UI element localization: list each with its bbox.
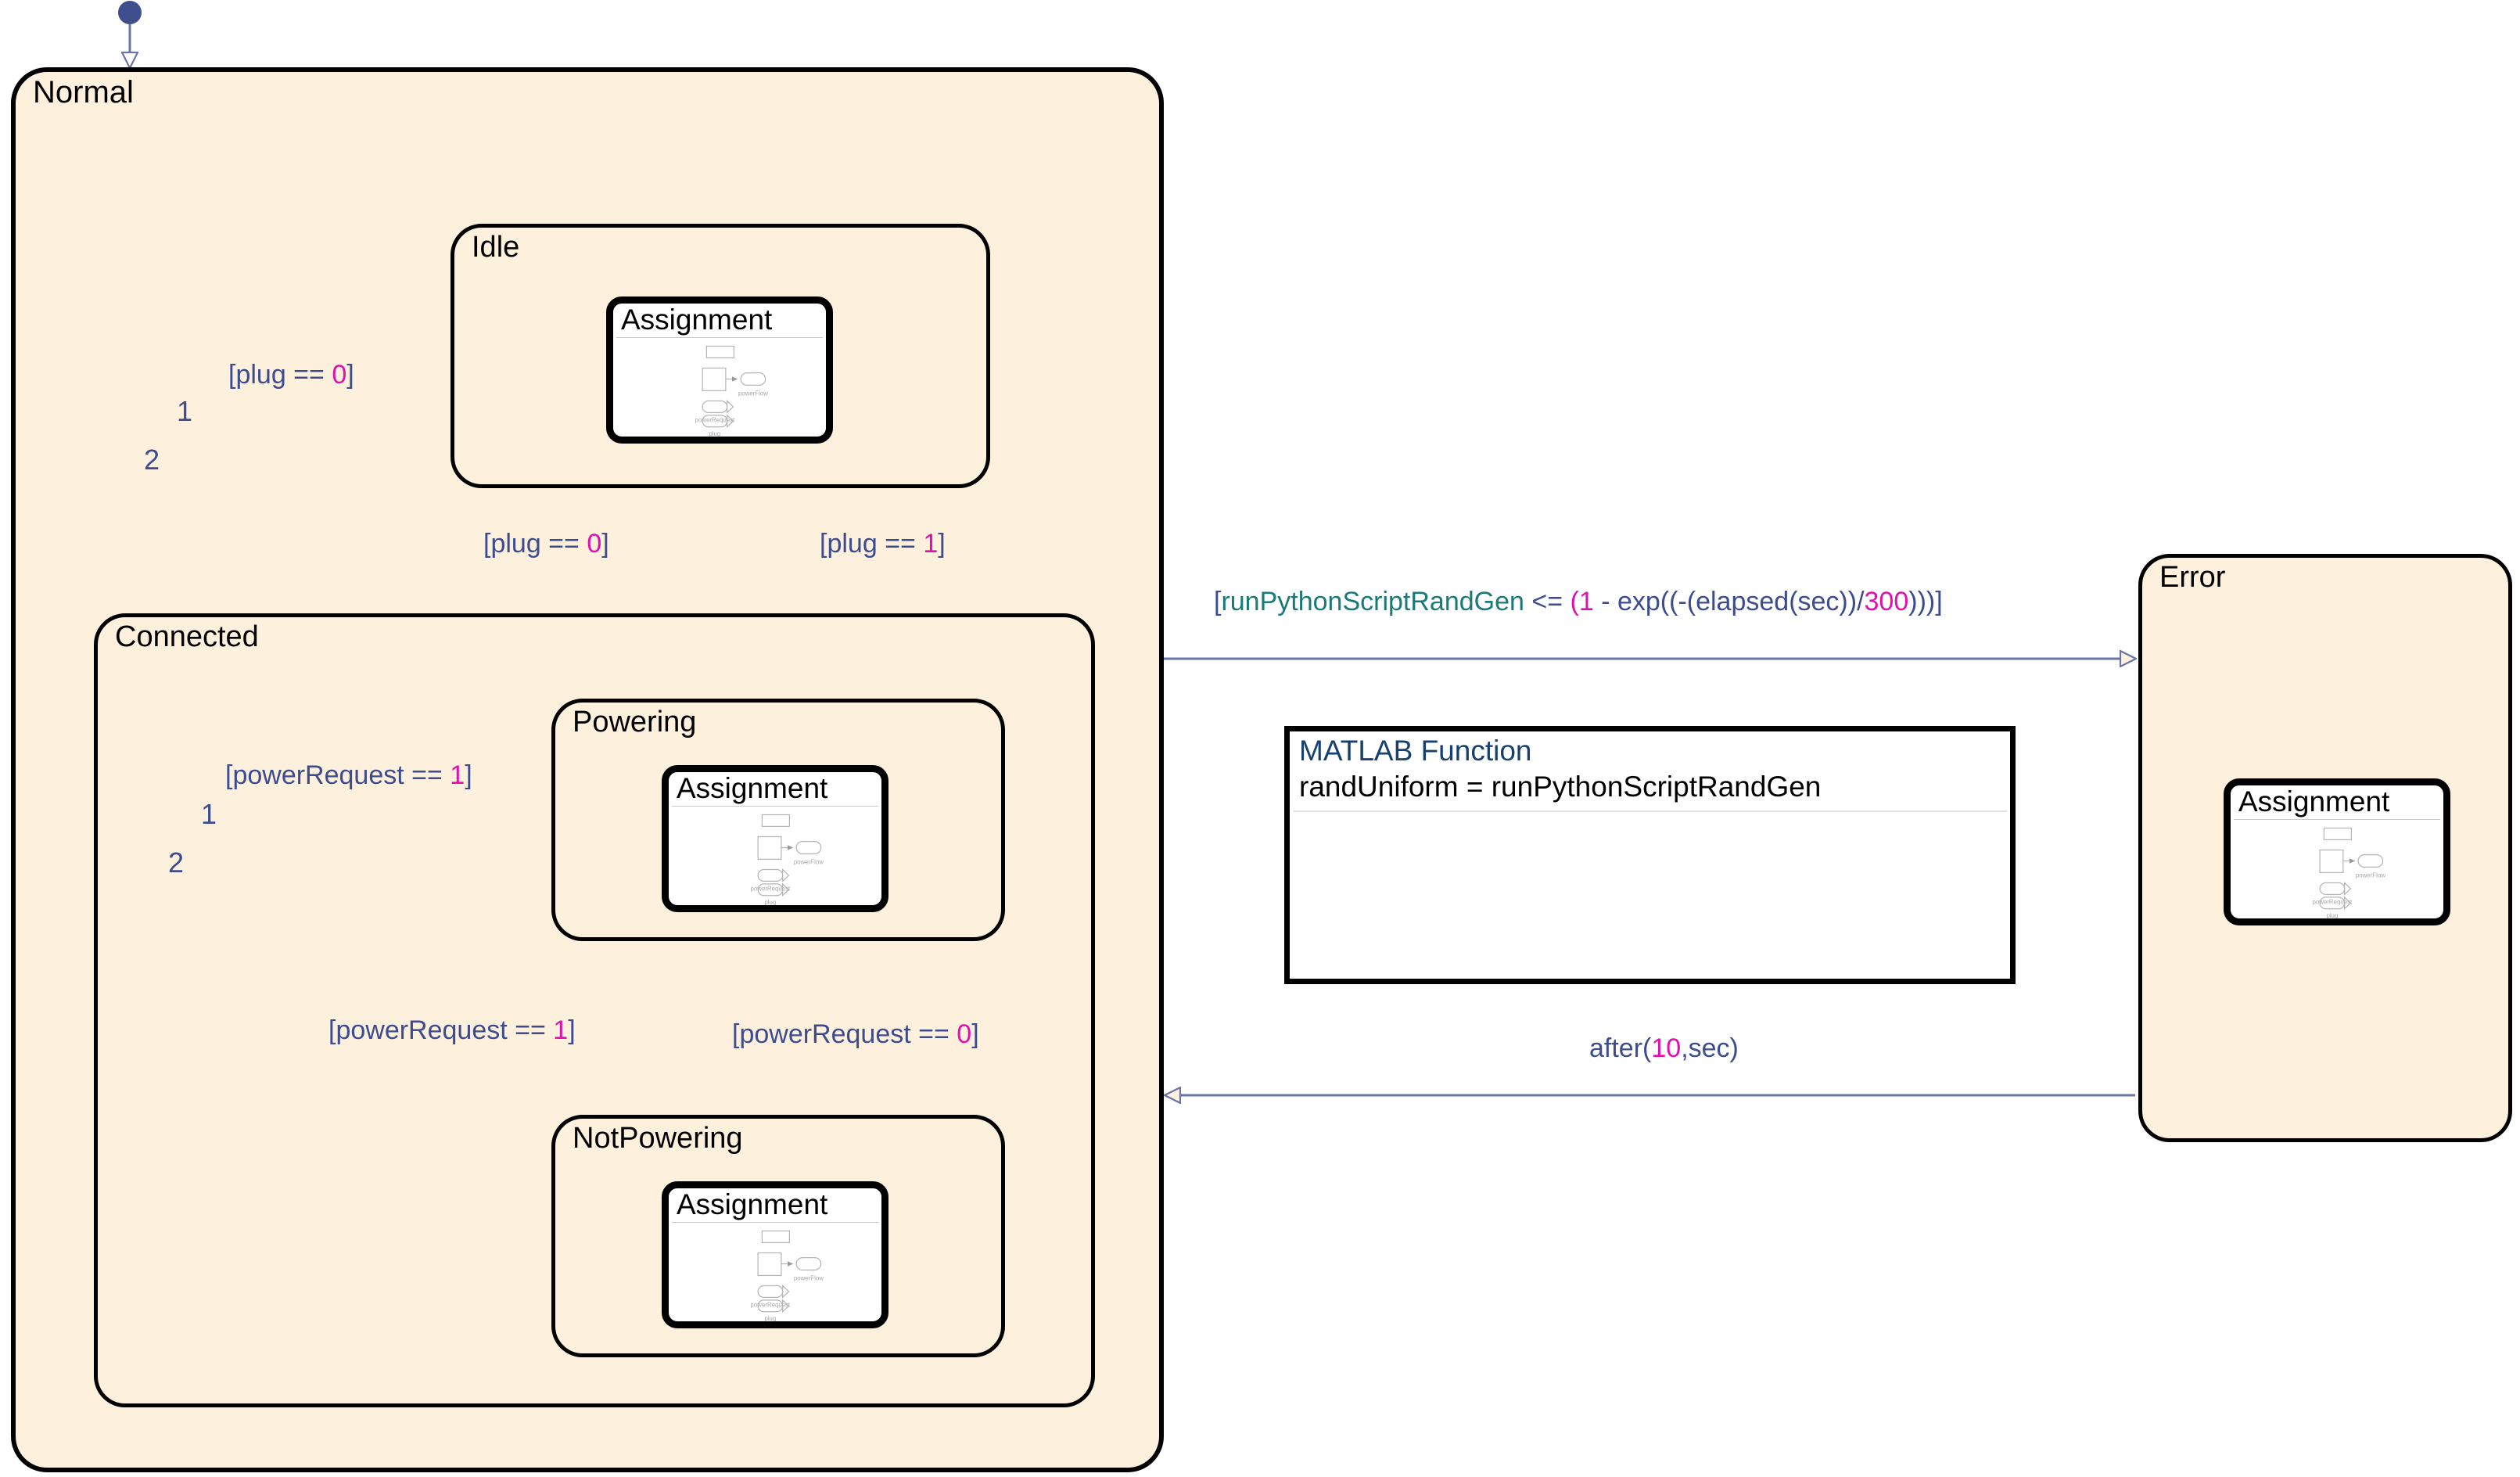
svg-text:plug: plug xyxy=(709,430,720,437)
assignment-block-powering[interactable]: Assignment powerFlow powerRequest xyxy=(662,765,888,912)
svg-text:powerFlow: powerFlow xyxy=(794,1275,824,1282)
svg-text:powerFlow: powerFlow xyxy=(794,859,824,866)
assignment-divider xyxy=(672,1222,878,1223)
svg-text:powerRequest: powerRequest xyxy=(695,417,735,424)
state-notpowering[interactable]: NotPowering Assignment powerFlow powerRe… xyxy=(551,1115,1005,1357)
svg-text:powerRequest: powerRequest xyxy=(751,886,791,893)
assignment-block-notpowering[interactable]: Assignment powerFlow powerRequest xyxy=(662,1181,888,1328)
transition-label-powering-to-notpowering: [powerRequest == 0] xyxy=(732,1019,979,1049)
transition-label-connected-to-idle: [plug == 0] xyxy=(483,529,609,559)
svg-text:plug: plug xyxy=(2326,912,2338,918)
svg-text:plug: plug xyxy=(764,1315,776,1321)
state-error-label: Error xyxy=(2159,561,2226,594)
state-connected-label: Connected xyxy=(115,620,259,653)
default-transition-into-normal xyxy=(118,1,142,67)
assignment-mini-diagram: powerFlow powerRequest plug xyxy=(669,1223,881,1321)
transition-label-idle-to-connected: [plug == 1] xyxy=(820,529,946,559)
assignment-mini-diagram: powerFlow powerRequest plug xyxy=(2231,820,2443,918)
junction-order-normal-2: 2 xyxy=(144,444,160,476)
transition-label-error-to-normal: after(10,sec) xyxy=(1589,1033,1739,1063)
state-connected[interactable]: Connected Powering Assignment powerFlow xyxy=(94,613,1095,1407)
transition-label-notpowering-to-powering: [powerRequest == 1] xyxy=(328,1015,576,1045)
state-error[interactable]: Error Assignment powerFlow powerRequest … xyxy=(2138,554,2512,1142)
state-notpowering-label: NotPowering xyxy=(573,1122,743,1155)
assignment-divider xyxy=(2234,819,2440,820)
assignment-block-idle[interactable]: Assignment powerFlow powerRequest plug xyxy=(606,296,833,444)
assignment-mini-diagram: powerFlow powerRequest plug xyxy=(669,807,881,905)
assignment-block-error[interactable]: Assignment powerFlow powerRequest plug xyxy=(2224,778,2450,925)
matlab-function-block[interactable]: MATLAB Function randUniform = runPythonS… xyxy=(1284,726,2016,984)
matlab-function-body: randUniform = runPythonScriptRandGen xyxy=(1299,771,1822,803)
transition-label-normal-to-error: [runPythonScriptRandGen <= (1 - exp((-(e… xyxy=(1214,587,1943,616)
svg-text:powerRequest: powerRequest xyxy=(751,1302,791,1309)
assignment-divider xyxy=(616,337,823,338)
assignment-title: Assignment xyxy=(621,304,773,336)
transition-label-connected-junction-to-powering: [powerRequest == 1] xyxy=(225,760,472,790)
svg-text:plug: plug xyxy=(764,899,776,905)
state-idle[interactable]: Idle Assignment powerFlow powerRequest p… xyxy=(451,224,990,488)
assignment-mini-diagram: powerFlow powerRequest plug xyxy=(613,338,826,437)
junction-order-connected-1: 1 xyxy=(201,798,217,830)
svg-text:powerRequest: powerRequest xyxy=(2313,899,2353,906)
svg-text:powerFlow: powerFlow xyxy=(2356,872,2385,879)
assignment-title: Assignment xyxy=(677,1188,828,1220)
assignment-divider xyxy=(672,806,878,807)
svg-text:powerFlow: powerFlow xyxy=(738,390,768,397)
state-normal-label: Normal xyxy=(33,75,134,110)
state-idle-label: Idle xyxy=(472,231,520,264)
transition-label-normal-junction-to-idle: [plug == 0] xyxy=(228,360,354,390)
matlab-function-title: MATLAB Function xyxy=(1299,735,1532,767)
state-powering-label: Powering xyxy=(573,706,697,738)
matlab-function-divider xyxy=(1293,810,2007,812)
state-powering[interactable]: Powering Assignment powerFlow powerReque… xyxy=(551,699,1005,941)
junction-order-normal-1: 1 xyxy=(177,395,193,427)
assignment-title: Assignment xyxy=(2238,785,2390,818)
junction-order-connected-2: 2 xyxy=(168,846,185,879)
assignment-title: Assignment xyxy=(677,772,828,804)
